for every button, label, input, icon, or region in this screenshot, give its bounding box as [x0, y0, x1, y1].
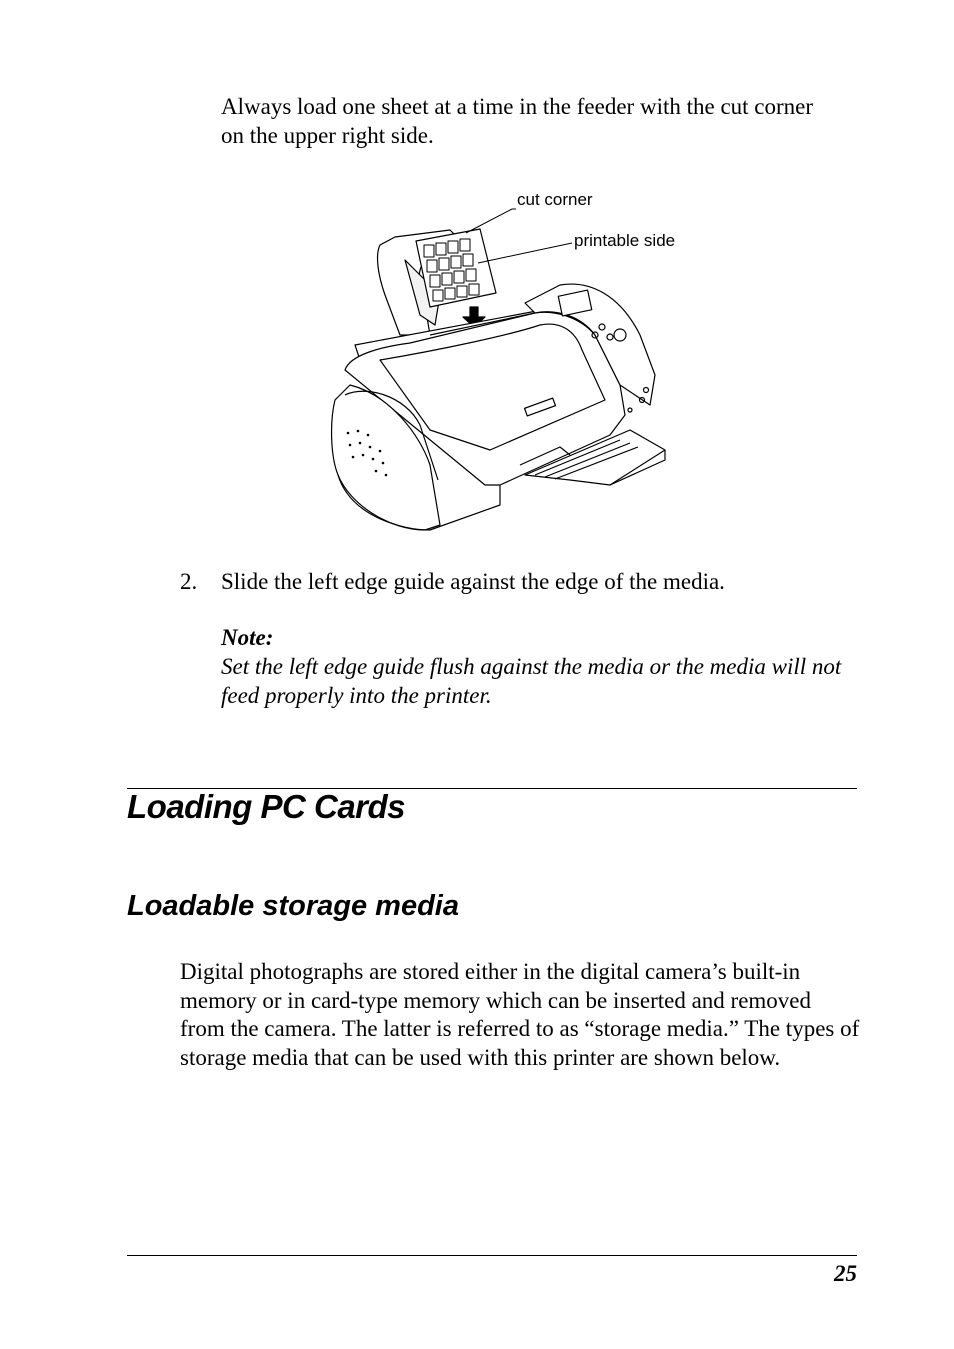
printer-illustration: cut corner printable side	[320, 185, 710, 535]
step-text: Slide the left edge guide against the ed…	[221, 569, 725, 594]
note-title: Note:	[221, 625, 274, 650]
footer-rule	[127, 1255, 857, 1256]
storage-media-paragraph: Digital photographs are stored either in…	[180, 959, 860, 1070]
page-number: 25	[834, 1261, 857, 1286]
intro-paragraph: Always load one sheet at a time in the f…	[221, 94, 814, 148]
callout-cut-corner: cut corner	[517, 190, 593, 209]
section-heading: Loading PC Cards	[127, 788, 406, 825]
section-subheading: Loadable storage media	[127, 890, 459, 922]
printer-drawing	[330, 208, 666, 531]
step-number: 2.	[180, 569, 198, 594]
note-body: Set the left edge guide flush against th…	[221, 654, 842, 708]
section-rule	[127, 788, 857, 789]
callout-printable-side: printable side	[574, 231, 676, 250]
